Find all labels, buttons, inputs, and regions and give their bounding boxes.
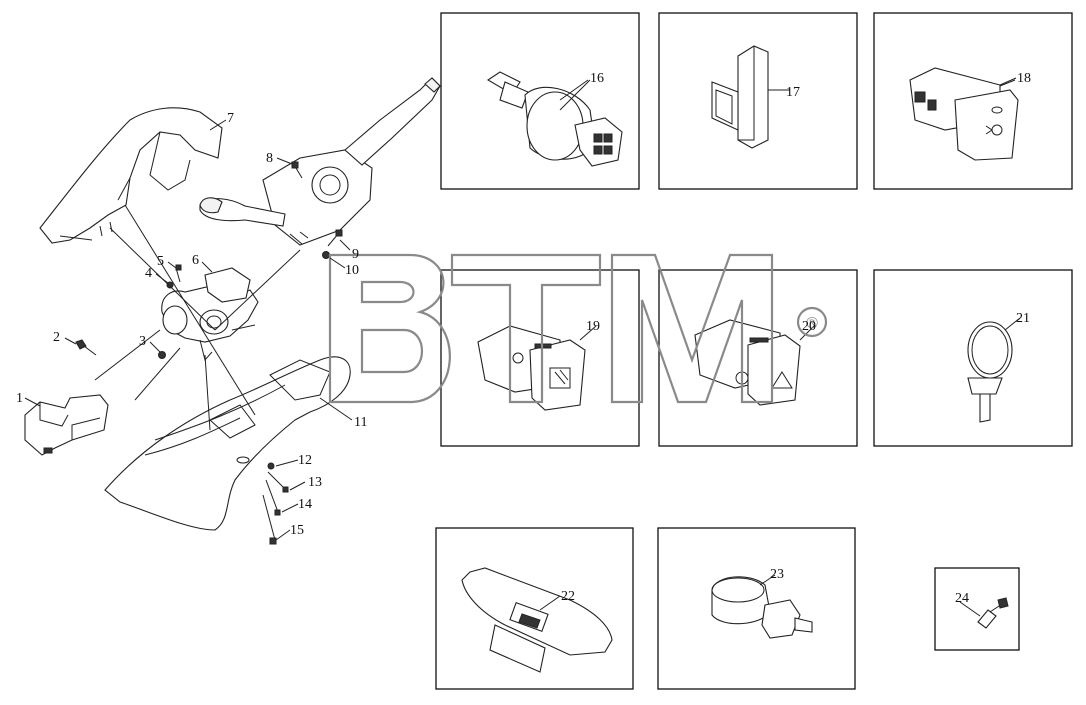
combination-switch-part xyxy=(199,77,441,246)
callout-23: 23 xyxy=(770,567,784,582)
btm-watermark: ® xyxy=(328,253,828,404)
clamp-part xyxy=(967,317,1021,423)
panel-frame-24 xyxy=(934,567,1020,651)
defog-switch-19-part xyxy=(477,325,597,411)
bracket-part xyxy=(24,394,109,456)
callout-16: 16 xyxy=(590,71,604,86)
callout-14: 14 xyxy=(298,497,312,512)
callout-5: 5 xyxy=(157,254,164,269)
callout-2: 2 xyxy=(53,330,60,345)
sensor-part xyxy=(711,574,813,639)
leader-lines xyxy=(24,79,1016,617)
upper-shroud-part xyxy=(39,107,223,244)
callout-4: 4 xyxy=(145,266,152,281)
callout-17: 17 xyxy=(786,85,800,100)
assembly-lines xyxy=(94,204,301,431)
callout-12: 12 xyxy=(298,453,312,468)
window-switch-part xyxy=(461,567,613,673)
ignition-lock-part xyxy=(161,267,259,362)
pressure-switch-part xyxy=(486,71,623,167)
callout-7: 7 xyxy=(227,111,234,126)
callout-3: 3 xyxy=(139,334,146,349)
fog-switch-18-part xyxy=(909,67,1019,161)
lower-shroud-part xyxy=(104,356,351,531)
cover-plate-part xyxy=(711,45,790,149)
callout-21: 21 xyxy=(1016,311,1030,326)
callout-9: 9 xyxy=(352,247,359,262)
callout-1: 1 xyxy=(16,391,23,406)
callout-11: 11 xyxy=(354,415,367,430)
callout-15: 15 xyxy=(290,523,304,538)
callout-labels: 1 2 3 4 5 6 7 8 9 10 11 12 13 14 15 16 1… xyxy=(16,71,1031,606)
screw-parts xyxy=(75,161,343,545)
callout-22: 22 xyxy=(561,589,575,604)
callout-20: 20 xyxy=(802,319,816,334)
callout-6: 6 xyxy=(192,253,199,268)
callout-19: 19 xyxy=(586,319,600,334)
callout-10: 10 xyxy=(345,263,359,278)
callout-18: 18 xyxy=(1017,71,1031,86)
callout-8: 8 xyxy=(266,151,273,166)
screw-24-part xyxy=(977,597,1009,629)
callout-13: 13 xyxy=(308,475,322,490)
registered-mark: ® xyxy=(806,315,818,332)
callout-24: 24 xyxy=(955,591,969,606)
